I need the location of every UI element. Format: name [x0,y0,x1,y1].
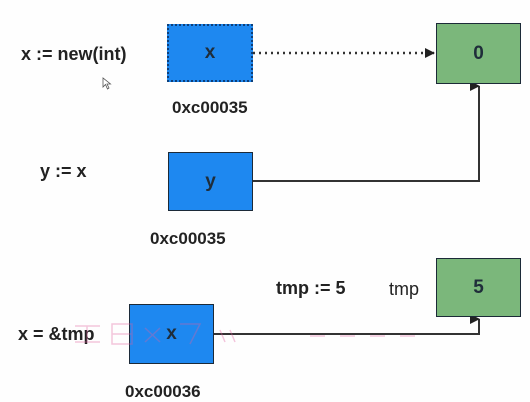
pointer-box-x: x [167,24,253,82]
stmt3-code: x = &tmp [18,324,95,344]
tmp-label: tmp [389,279,420,299]
stmt1-code: x := new(int) [21,44,127,64]
address-label-y: 0xc00035 [150,229,226,248]
pointer-box-y: y [168,152,253,211]
pointer-box-x-new: x [129,304,214,364]
y-pointer-arrow [253,81,480,182]
address-label-x-new: 0xc00036 [125,382,201,401]
address-label-x: 0xc00035 [172,98,248,117]
value-box-0: 0 [436,23,521,84]
mouse-cursor-icon [102,77,112,90]
x-to-tmp-arrow [214,314,480,335]
value-box-5: 5 [436,258,521,317]
tmp-code: tmp := 5 [276,278,346,298]
stmt2-code: y := x [40,161,87,181]
